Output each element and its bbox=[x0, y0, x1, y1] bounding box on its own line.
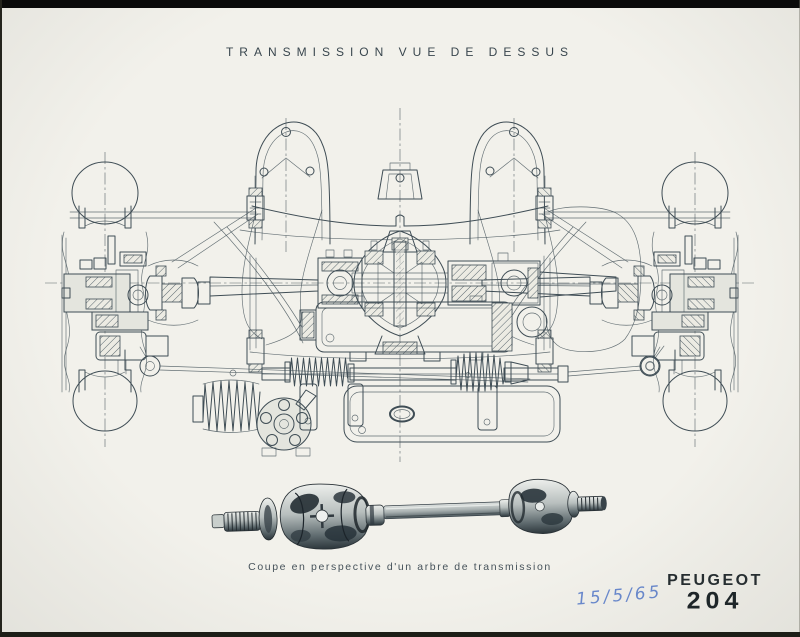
bottom-border bbox=[0, 632, 800, 637]
top-border bbox=[0, 0, 800, 8]
brand-model: 204 bbox=[686, 587, 744, 615]
front-right-wheel-assembly bbox=[469, 117, 739, 448]
steering-rack-and-oil-pan bbox=[159, 345, 665, 457]
front-left-wheel-assembly bbox=[61, 117, 331, 448]
page-title: TRANSMISSION VUE DE DESSUS bbox=[225, 45, 575, 59]
left-border bbox=[0, 0, 2, 637]
differential-and-gearbox bbox=[299, 230, 617, 362]
brand-name: PEUGEOT bbox=[667, 572, 763, 589]
brand-logo: PEUGEOT 204 bbox=[660, 572, 770, 616]
figure-caption: Coupe en perspective d'un arbre de trans… bbox=[248, 561, 552, 573]
transmission-top-view bbox=[45, 108, 755, 462]
driveshaft-illustration bbox=[211, 478, 607, 550]
crossmember-and-mounts bbox=[239, 162, 642, 360]
